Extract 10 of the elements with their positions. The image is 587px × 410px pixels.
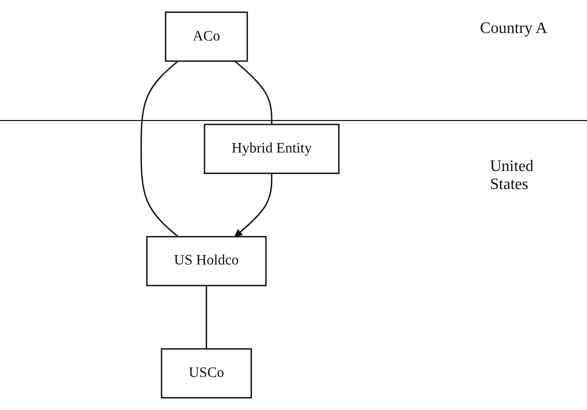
connector [206,286,208,349]
region-label: United States [490,158,535,194]
node-box: ACo [164,12,248,62]
connector [234,60,272,124]
arrow [234,173,272,238]
node-box: Hybrid Entity [204,124,340,174]
connector [140,60,178,238]
region-label: Country A [480,20,548,38]
node-box: USCo [160,348,252,398]
node-box: US Holdco [146,236,267,286]
